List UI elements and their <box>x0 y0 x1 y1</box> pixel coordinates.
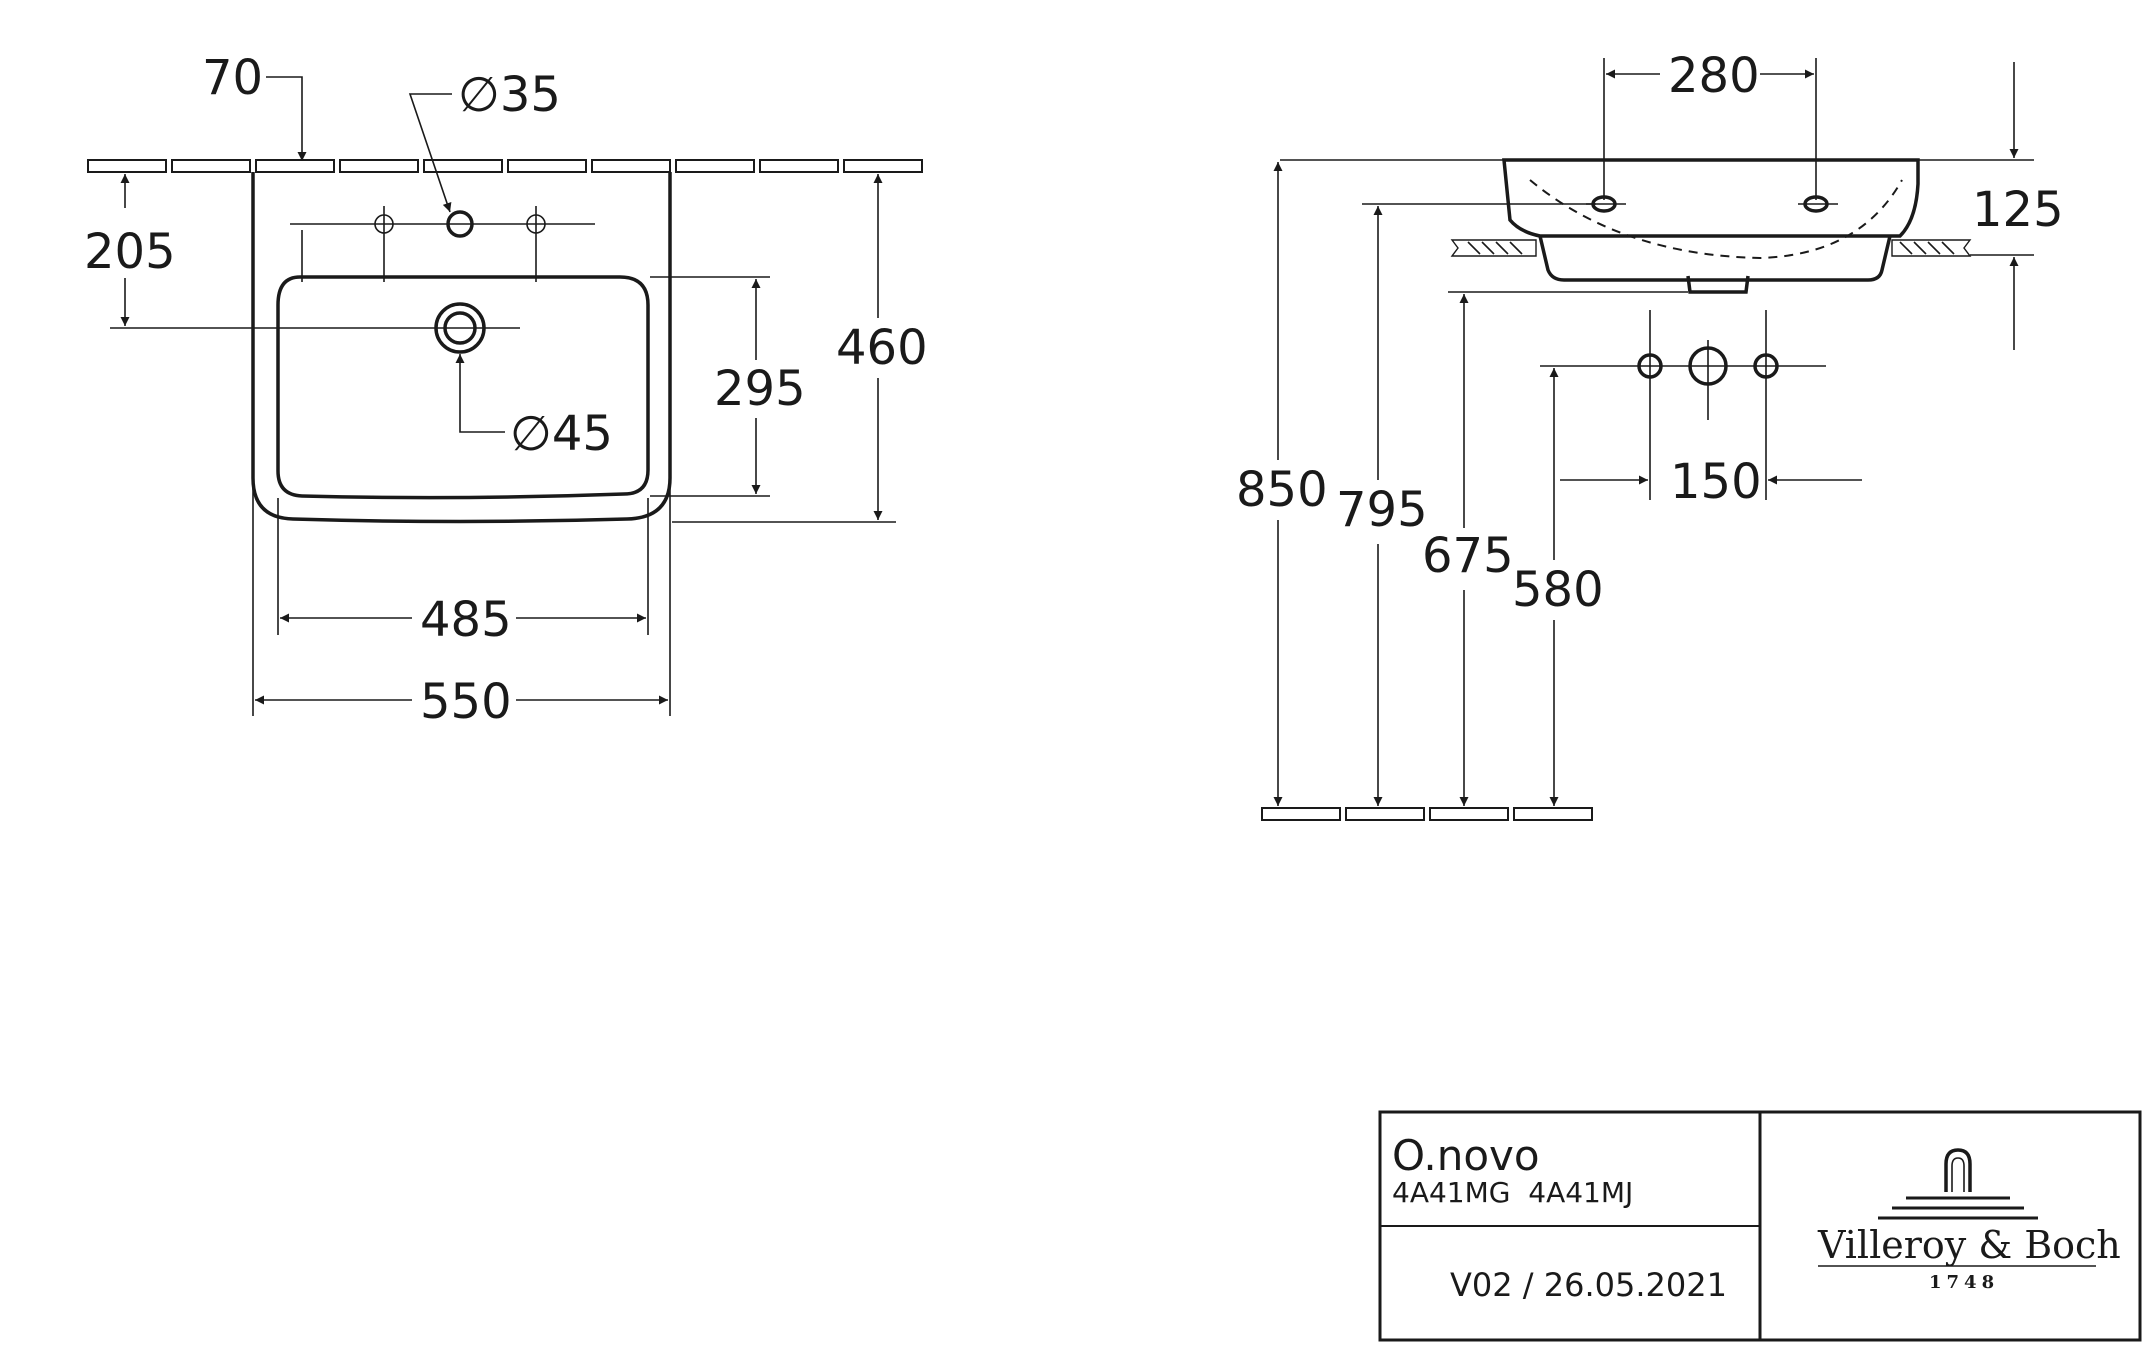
basin-bowl <box>276 275 650 500</box>
dim-rim-height: 125 <box>1972 182 2064 238</box>
basin-outline <box>251 172 672 524</box>
dim-supply-spacing: 150 <box>1670 454 1762 510</box>
dim-total-width: 550 <box>420 674 512 730</box>
brand-year: 1748 <box>1929 1272 1999 1293</box>
dim-height-850: 850 <box>1236 462 1328 518</box>
dim-bowl-width: 485 <box>420 592 512 648</box>
dim-height-580: 580 <box>1512 562 1604 618</box>
basin-lower-body <box>1538 235 1892 282</box>
dim-fixing-distance: 280 <box>1668 48 1760 104</box>
article-numbers: 4A41MG 4A41MJ <box>1392 1176 1633 1209</box>
dim-tap-offset: 70 <box>202 50 263 106</box>
brand-name: Villeroy & Boch <box>1817 1223 2121 1267</box>
dim-height-795: 795 <box>1336 482 1428 538</box>
dim-total-depth: 460 <box>836 320 928 376</box>
dim-drain-hole: ∅45 <box>510 406 613 462</box>
title-block: O.novo 4A41MG 4A41MJ V02 / 26.05.2021 Vi… <box>1378 1110 2142 1342</box>
version-date: V02 / 26.05.2021 <box>1450 1266 1727 1304</box>
floor-line <box>1261 807 1593 821</box>
basin-bowl-curve <box>1529 179 1903 260</box>
product-name: O.novo <box>1392 1131 1540 1180</box>
front-view: 70 ∅35 205 ∅45 295 460 485 550 <box>84 50 928 730</box>
countertop <box>1450 239 1972 257</box>
dim-top-to-drain: 205 <box>84 224 176 280</box>
dim-height-675: 675 <box>1422 528 1514 584</box>
side-view: 280 125 850 795 675 <box>1236 48 2064 821</box>
brand-logo: Villeroy & Boch 1748 <box>1817 1148 2121 1293</box>
wall-line <box>87 159 923 173</box>
dim-tap-hole: ∅35 <box>458 67 561 123</box>
dim-bowl-depth: 295 <box>714 361 806 417</box>
basin-side-outline <box>1502 158 1920 238</box>
